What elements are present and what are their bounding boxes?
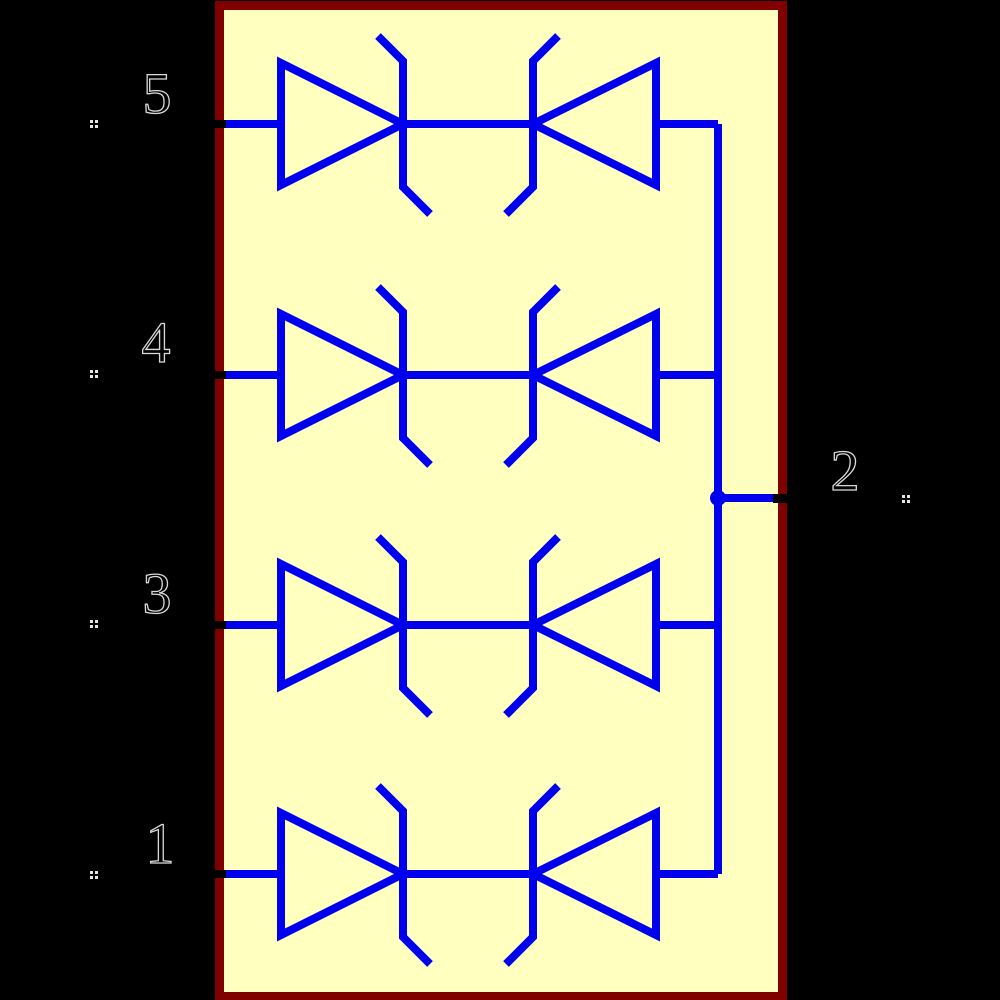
pin-label-1[interactable]: 1 (145, 810, 175, 876)
pin-label-5[interactable]: 5 (142, 60, 172, 126)
pin1-stub (208, 870, 226, 878)
pin-label-2[interactable]: 2 (830, 437, 860, 503)
pin1-dot-marker-icon (90, 871, 98, 879)
pin4-stub (208, 371, 226, 379)
pin5-dot-marker-icon (90, 120, 98, 128)
pin3-stub (208, 621, 226, 629)
pin-label-4[interactable]: 4 (141, 309, 171, 375)
pin2-stub (773, 494, 787, 503)
bus-junction-dot (710, 490, 726, 506)
pin3-dot-marker-icon (90, 620, 98, 628)
pin5-stub (208, 120, 226, 128)
pin2-dot-marker-icon (902, 495, 910, 503)
pin4-dot-marker-icon (90, 370, 98, 378)
component-body-outline[interactable] (215, 1, 787, 1000)
pin-label-3[interactable]: 3 (142, 560, 172, 626)
